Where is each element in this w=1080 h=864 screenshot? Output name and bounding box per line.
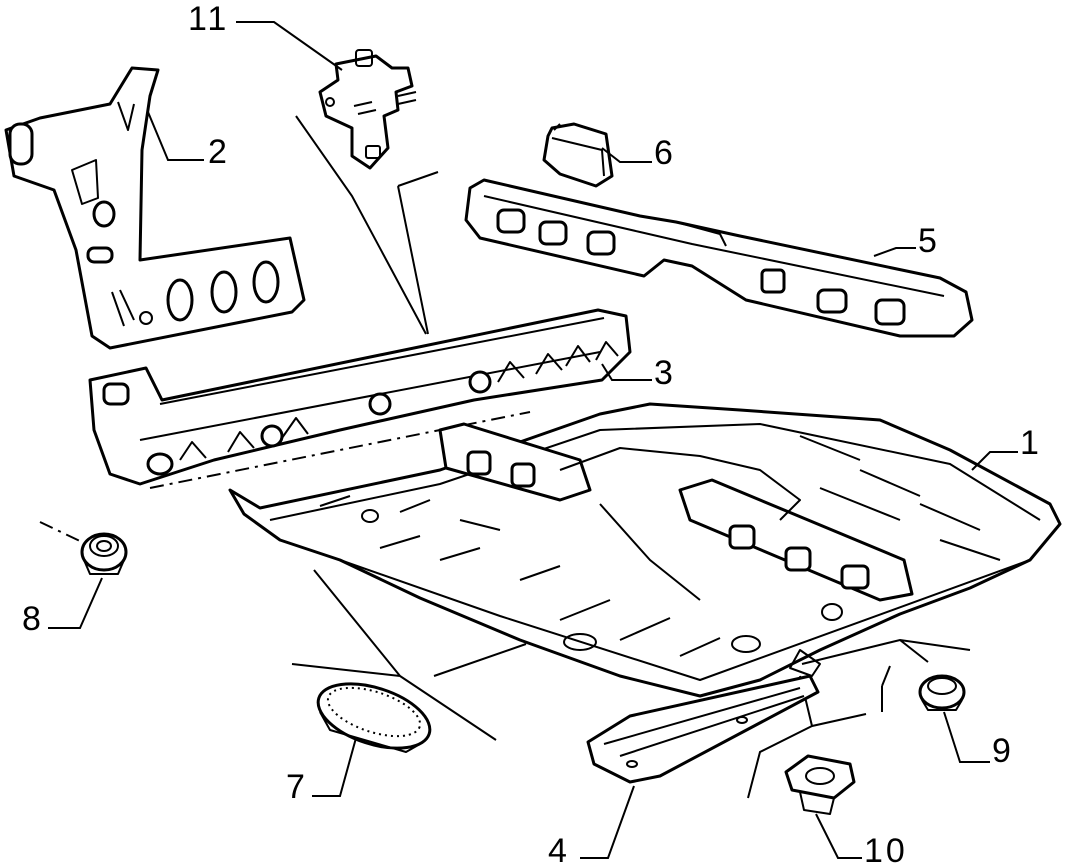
part-6-clip [542, 122, 614, 188]
callout-11: 11 [188, 0, 229, 38]
leader-line-10 [815, 813, 862, 859]
leader-line-11 [236, 21, 343, 71]
leader-line-2 [147, 111, 204, 161]
callout-6: 6 [654, 134, 676, 172]
leader-line-9 [943, 711, 990, 763]
callout-7: 7 [286, 768, 308, 806]
assembly-line-11 [295, 115, 439, 335]
callout-8: 8 [22, 600, 44, 638]
leader-line-6 [601, 147, 652, 163]
part-11-mounting-bracket [318, 49, 417, 170]
part-3-side-sill [88, 308, 632, 486]
callout-1: 1 [1020, 424, 1042, 462]
leader-line-5 [873, 247, 916, 257]
leader-line-7 [312, 737, 357, 797]
assembly-line-7 [291, 569, 527, 741]
part-7-oval-plug [316, 682, 432, 753]
part-9-grommet [918, 674, 966, 711]
part-10-square-plug [784, 754, 856, 815]
part-8-grommet [80, 532, 128, 575]
part-1-floor-pan [228, 402, 1062, 698]
part-5-rear-cross-member [464, 178, 974, 338]
assembly-line-9 [801, 638, 971, 712]
leader-line-3 [601, 363, 652, 381]
leader-line-1 [971, 451, 1018, 471]
callout-2: 2 [208, 133, 230, 171]
callout-10: 10 [864, 832, 908, 864]
callout-5: 5 [918, 222, 940, 260]
callout-3: 3 [654, 354, 676, 392]
leader-line-8 [48, 577, 103, 629]
part-4-floor-reinforcement [586, 674, 820, 784]
callout-4: 4 [548, 832, 570, 864]
part-2-side-bracket [4, 66, 306, 350]
callout-9: 9 [992, 732, 1014, 770]
leader-line-4 [580, 785, 635, 859]
